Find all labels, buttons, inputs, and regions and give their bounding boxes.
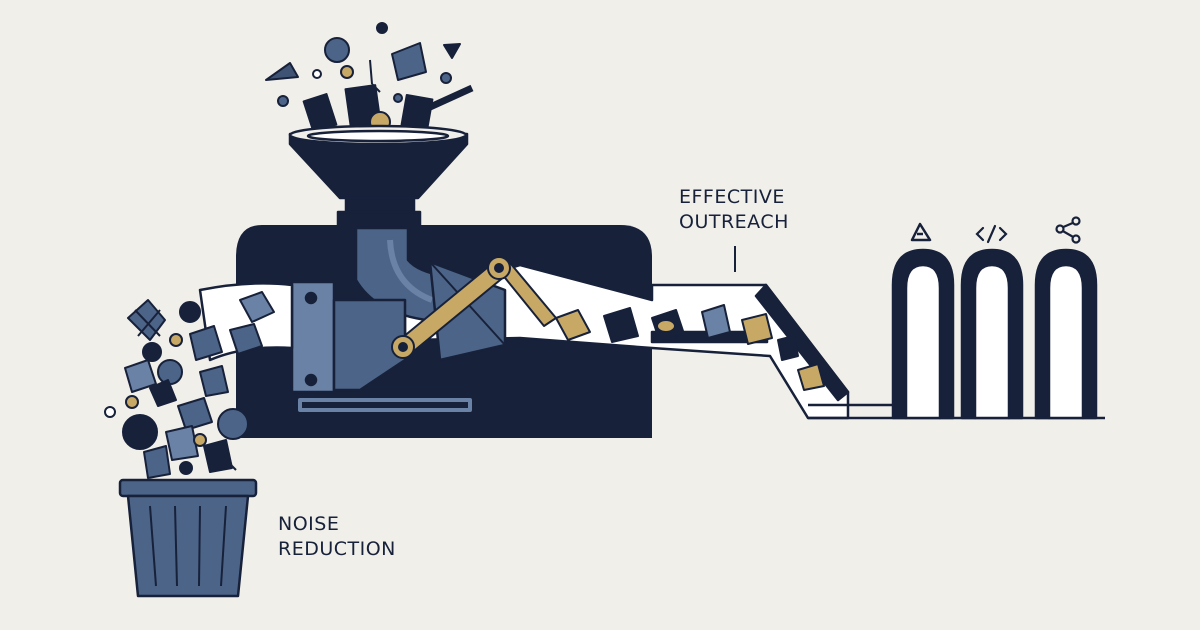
rejected-shape (165, 425, 199, 461)
rejected-shape (122, 414, 158, 450)
incoming-shape (376, 22, 388, 34)
rejected-shape (134, 309, 161, 337)
incoming-shape (440, 72, 452, 84)
funnel (288, 124, 469, 230)
rejected-shape (104, 406, 116, 418)
rejected-shape (179, 301, 201, 323)
rejected-shape (124, 359, 157, 393)
processed-blocks (555, 304, 825, 391)
warning-triangle-icon (910, 222, 932, 242)
rejected-shape (149, 379, 177, 407)
arch-gate (973, 263, 1011, 420)
outreach-label-line-2: OUTREACH (679, 211, 789, 233)
processed-block (797, 363, 825, 391)
incoming-shape (312, 69, 322, 79)
incoming-items (265, 22, 474, 133)
arch-gates (891, 248, 1098, 420)
rejected-shape (239, 291, 275, 323)
noise-reduction-label: NOISE REDUCTION (278, 512, 396, 562)
rejected-shape (217, 451, 237, 471)
arch-gate (904, 263, 942, 420)
rejected-shape (193, 433, 207, 447)
code-brackets-icon (975, 224, 1008, 244)
incoming-shape (393, 93, 403, 103)
incoming-shape (277, 95, 289, 107)
incoming-shape (426, 84, 474, 112)
trash-bin (118, 478, 258, 598)
processed-block (741, 313, 773, 345)
processed-block (656, 319, 676, 333)
rejected-shape (125, 395, 139, 409)
share-nodes-icon (1055, 216, 1081, 244)
rejected-shape (189, 325, 223, 361)
incoming-shape (391, 42, 427, 81)
rejected-shape (177, 397, 213, 431)
incoming-shape (443, 43, 461, 59)
rejected-shape (203, 439, 233, 473)
linkage-arm (391, 256, 557, 359)
arch-gate (1047, 263, 1085, 420)
noise-label-line-1: NOISE (278, 513, 340, 535)
processed-block (777, 335, 799, 361)
incoming-shape (265, 62, 299, 81)
effective-outreach-label: EFFECTIVE OUTREACH (679, 185, 789, 235)
processed-block (701, 304, 731, 339)
rejected-shape (217, 408, 249, 440)
rejected-shape (127, 299, 166, 341)
incoming-shape (400, 93, 434, 131)
processed-block (555, 309, 591, 341)
rejected-shape (169, 333, 183, 347)
rejected-shape (142, 342, 162, 362)
rejected-shape (157, 359, 183, 385)
incoming-shape (340, 65, 354, 79)
rejected-items (104, 291, 275, 479)
internal-pipe (354, 226, 447, 324)
incoming-shape (324, 37, 350, 63)
rejected-shape (199, 365, 229, 397)
outreach-label-line-1: EFFECTIVE (679, 186, 785, 208)
rejected-shape (229, 323, 263, 355)
rejected-shape (179, 461, 193, 475)
processed-block (603, 307, 639, 343)
rejected-shape (143, 445, 171, 479)
mechanism-panel (290, 260, 507, 412)
noise-label-line-2: REDUCTION (278, 538, 396, 560)
